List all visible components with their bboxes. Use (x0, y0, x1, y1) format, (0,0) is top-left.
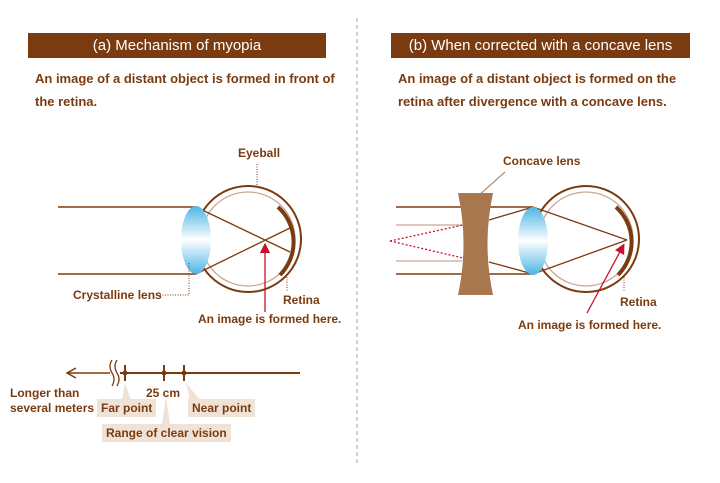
crystalline-lens-label: Crystalline lens (73, 288, 162, 302)
eyeball-label: Eyeball (238, 146, 281, 160)
crystalline-lens (181, 206, 211, 274)
left-description: An image of a distant object is formed i… (35, 71, 335, 109)
far-distance-label: Longer than several meters (10, 386, 95, 415)
right-eye (389, 171, 640, 314)
image-formed-label-right: An image is formed here. (518, 318, 662, 332)
near-point-tag: Near point (188, 399, 256, 417)
retina (614, 205, 634, 277)
range-clear-vision-tag: Range of clear vision (102, 424, 231, 442)
retina-label: Retina (283, 293, 320, 307)
concave-lens (458, 193, 493, 295)
far-point-tag: Far point (97, 399, 157, 417)
distance-25cm-label: 25 cm (146, 386, 181, 400)
image-formed-label: An image is formed here. (198, 312, 342, 326)
distance-scale (65, 359, 300, 425)
retina (276, 205, 296, 277)
left-eye (58, 164, 302, 312)
retina-label-right: Retina (620, 295, 657, 309)
concave-lens-label: Concave lens (503, 154, 581, 168)
left-header: (a) Mechanism of myopia (28, 33, 326, 58)
right-header: (b) When corrected with a concave lens (391, 33, 690, 58)
right-description: An image of a distant object is formed o… (398, 71, 677, 109)
